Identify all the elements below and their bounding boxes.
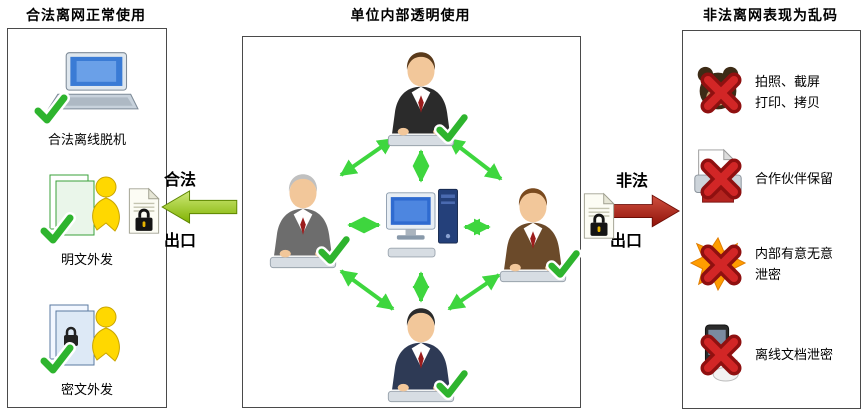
right-item-label: 泄密 — [755, 267, 782, 282]
check-icon — [545, 245, 583, 283]
check-icon — [37, 339, 77, 379]
right-item-label: 合作伙伴保留 — [755, 170, 834, 186]
check-icon — [31, 89, 71, 129]
check-icon — [315, 231, 353, 269]
check-icon — [433, 109, 471, 147]
list-item: 合作伙伴保留 — [689, 137, 854, 221]
list-item: 拍照、截屏 打印、拷贝 — [689, 51, 854, 135]
cross-icon — [697, 331, 745, 379]
list-item: ?!! 内部有意无意 泄密 — [689, 223, 854, 307]
employee-top — [379, 49, 463, 147]
employee-left — [261, 171, 345, 269]
locked-document-icon — [127, 187, 161, 235]
right-item-label: 打印、拷贝 — [755, 95, 821, 110]
center-panel-title: 单位内部透明使用 — [350, 7, 471, 23]
left-item-label: 明文外发 — [60, 252, 113, 267]
cross-icon — [697, 241, 745, 289]
right-item-label: 内部有意无意 — [755, 246, 834, 262]
illegal-offline-panel: 拍照、截屏 打印、拷贝 合作伙伴保留 — [682, 30, 861, 409]
internal-network-panel — [242, 36, 581, 408]
list-item: 合法离线脱机 — [8, 49, 166, 148]
employee-bottom — [379, 305, 463, 403]
computer-icon — [383, 185, 461, 269]
illegal-label: 非法 — [616, 173, 649, 190]
check-icon — [37, 209, 77, 249]
cross-icon — [697, 69, 745, 117]
employee-right — [491, 185, 575, 283]
left-panel-title: 合法离网正常使用 — [26, 7, 146, 23]
right-item-label: 离线文档泄密 — [755, 346, 834, 362]
legal-label: 合法 — [164, 172, 197, 189]
legal-export-arrow — [161, 190, 238, 224]
illegal-exit-label: 出口 — [610, 233, 643, 250]
locked-document-icon — [582, 192, 616, 240]
list-item: 离线文档泄密 — [689, 313, 854, 397]
server-computer — [383, 185, 461, 269]
left-item-label: 合法离线脱机 — [47, 132, 126, 147]
list-item: 密文外发 — [8, 297, 166, 398]
check-icon — [433, 365, 471, 403]
illegal-export-arrow — [606, 194, 680, 228]
laptop-icon — [47, 52, 139, 110]
right-item-label: 拍照、截屏 — [755, 74, 821, 90]
list-item: 明文外发 — [8, 167, 166, 268]
legal-exit-label: 出口 — [164, 233, 197, 250]
cross-icon — [697, 155, 745, 203]
left-item-label: 密文外发 — [60, 382, 113, 397]
right-panel-title: 非法离网表现为乱码 — [703, 7, 838, 23]
